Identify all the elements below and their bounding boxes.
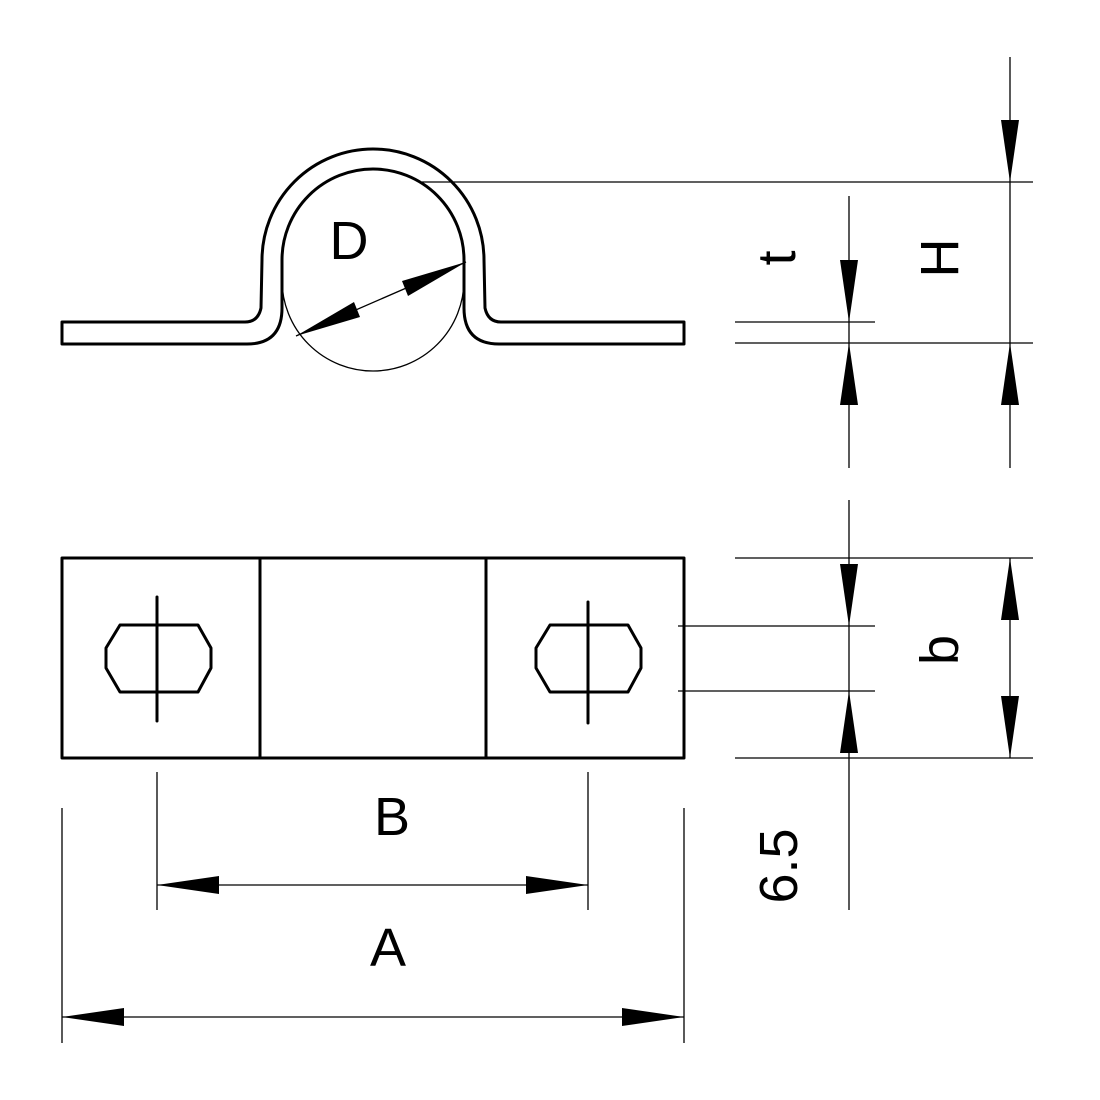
hole-spacing-arrow-head-left [157, 876, 219, 894]
length-arrow-head-right [622, 1008, 684, 1026]
height-dimension: H [422, 57, 1033, 468]
height-arrow-head-bottom [1001, 343, 1019, 405]
diameter-arrow-head-right [402, 262, 466, 296]
hole-spacing-arrow-head-right [526, 876, 588, 894]
length-label: A [370, 918, 406, 978]
slot-width-dimension: 6.5 [678, 500, 875, 910]
thickness-arrow-head-bottom [840, 343, 858, 405]
side-view: D [60, 147, 686, 372]
width-dimension: b [735, 557, 1033, 759]
width-arrow-head-top [1001, 558, 1019, 620]
height-arrow-head-top [1001, 120, 1019, 182]
height-label: H [910, 239, 970, 278]
overall-length-dimension: A [61, 808, 685, 1043]
width-arrow-head-bottom [1001, 696, 1019, 758]
thickness-dimension: t [735, 196, 875, 468]
clip-plan-outline [60, 556, 686, 760]
slot-width-label: 6.5 [749, 828, 809, 903]
length-arrow-head-left [62, 1008, 124, 1026]
slot-arrow-head-top [840, 564, 858, 626]
diameter-label: D [330, 211, 369, 271]
diameter-arrow-head-left [296, 302, 360, 336]
thickness-arrow-head-top [840, 260, 858, 322]
slot-arrow-head-bottom [840, 691, 858, 753]
clip-profile-outline [60, 147, 686, 346]
width-label: b [910, 635, 970, 665]
hole-spacing-dimension: B [156, 772, 589, 910]
top-view [60, 556, 686, 760]
mounting-slot-right [534, 623, 643, 694]
pipe-circle-lower-arc [281, 279, 465, 372]
mounting-slot-left [104, 623, 213, 694]
thickness-label: t [747, 250, 807, 265]
hole-spacing-label: B [374, 787, 410, 847]
